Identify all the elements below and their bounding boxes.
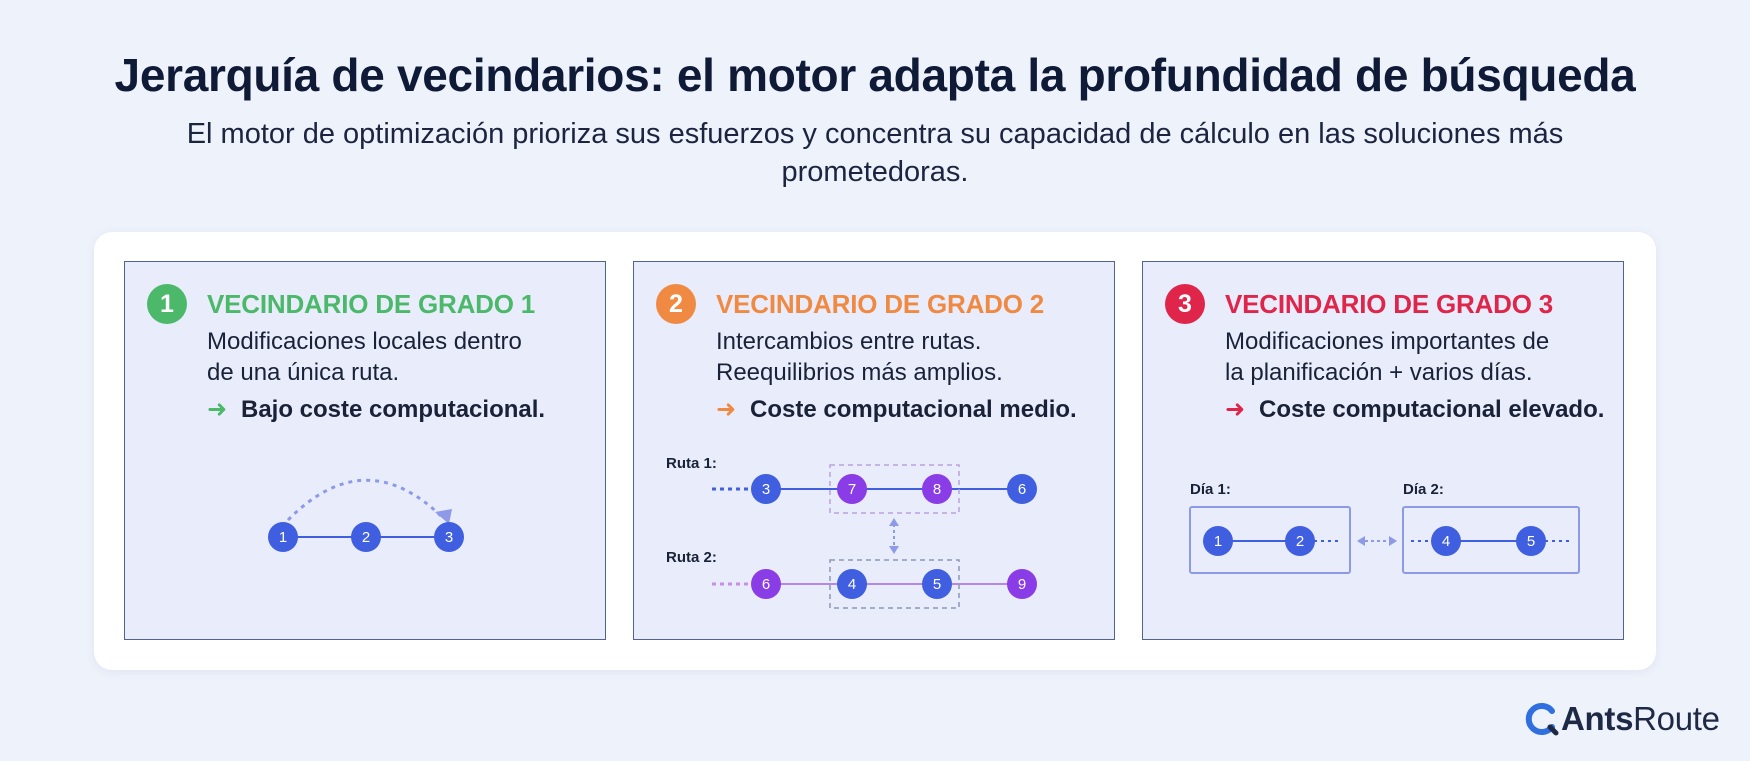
day-swap-arrow-left-head — [1357, 536, 1365, 546]
route-2-node-4: 4 — [837, 569, 867, 599]
route-diagram-grade-3: Día 1: Día 2: 1 2 4 5 — [1189, 481, 1580, 574]
card-3-title: VECINDARIO DE GRADO 3 — [1225, 289, 1554, 319]
card-1-cost: ➜ Bajo coste computacional. — [207, 395, 545, 424]
svg-text:6: 6 — [1018, 481, 1026, 498]
card-1-title: VECINDARIO DE GRADO 1 — [207, 289, 536, 319]
day-2-node-5: 5 — [1516, 526, 1546, 556]
swap-box-route-2 — [829, 559, 960, 609]
route-2-label: Ruta 2: — [666, 549, 717, 566]
svg-text:2: 2 — [362, 529, 370, 546]
svg-text:3: 3 — [762, 481, 770, 498]
swap-box-route-1 — [829, 464, 960, 514]
card-3-cost: ➜ Coste computacional elevado. — [1225, 395, 1604, 424]
svg-text:1: 1 — [1214, 533, 1222, 550]
arrow-right-icon: ➜ — [207, 396, 228, 423]
svg-text:1: 1 — [279, 529, 287, 546]
svg-text:9: 9 — [1018, 576, 1026, 593]
move-arc-arrow — [286, 478, 444, 522]
day-2-node-4: 4 — [1431, 526, 1461, 556]
page-subtitle: El motor de optimización prioriza sus es… — [186, 118, 1564, 188]
swap-arrow-up-head — [889, 518, 899, 526]
svg-text:4: 4 — [848, 576, 856, 593]
card-2-desc-line-1: Intercambios entre rutas. — [716, 328, 982, 355]
route-2-node-6: 6 — [751, 569, 781, 599]
card-2-description: Intercambios entre rutas. Reequilibrios … — [716, 326, 1096, 388]
card-3-desc-line-2: la planificación + varios días. — [1225, 359, 1533, 386]
route-1-node-8: 8 — [922, 474, 952, 504]
card-grade-2: 2 VECINDARIO DE GRADO 2 Intercambios ent… — [633, 261, 1115, 640]
card-1-desc-line-1: Modificaciones locales dentro — [207, 328, 522, 355]
route-2-node-5: 5 — [922, 569, 952, 599]
card-1-desc-line-2: de una única ruta. — [207, 359, 400, 386]
card-1-cost-label: Bajo coste computacional. — [241, 396, 546, 423]
day-1-node-1: 1 — [1203, 526, 1233, 556]
svg-text:4: 4 — [1442, 533, 1450, 550]
node-3: 3 — [434, 522, 464, 552]
page-title: Jerarquía de vecindarios: el motor adapt… — [114, 49, 1636, 101]
grade-1-badge: 1 — [147, 284, 187, 324]
day-2-label: Día 2: — [1403, 481, 1444, 498]
day-swap-arrow-right-head — [1389, 536, 1397, 546]
card-grade-1: 1 VECINDARIO DE GRADO 1 Modificaciones l… — [124, 261, 606, 640]
swap-arrow-down-head — [889, 546, 899, 554]
route-diagram-grade-2: Ruta 1: Ruta 2: 3 7 8 6 6 — [666, 455, 1037, 609]
route-2-node-9: 9 — [1007, 569, 1037, 599]
svg-text:3: 3 — [445, 529, 453, 546]
day-1-node-2: 2 — [1285, 526, 1315, 556]
card-2-desc-line-2: Reequilibrios más amplios. — [716, 359, 1003, 386]
arrow-right-icon: ➜ — [1225, 396, 1246, 423]
arrow-right-icon: ➜ — [716, 396, 737, 423]
day-2-box — [1402, 506, 1580, 574]
grade-2-badge: 2 — [656, 284, 696, 324]
svg-text:7: 7 — [848, 481, 856, 498]
brand-wordmark-bold: Ants — [1561, 700, 1634, 737]
card-3-desc-line-1: Modificaciones importantes de — [1225, 328, 1550, 355]
card-2-cost-label: Coste computacional medio. — [750, 396, 1077, 423]
route-diagram-grade-1: 1 2 3 — [268, 478, 464, 552]
route-1-node-7: 7 — [837, 474, 867, 504]
node-2: 2 — [351, 522, 381, 552]
card-1-description: Modificaciones locales dentro de una úni… — [207, 326, 587, 388]
route-1-node-3: 3 — [751, 474, 781, 504]
card-grade-3: 3 VECINDARIO DE GRADO 3 Modificaciones i… — [1142, 261, 1624, 640]
card-2-title: VECINDARIO DE GRADO 2 — [716, 289, 1045, 319]
brand-wordmark: AntsRoute — [1561, 700, 1720, 738]
svg-text:8: 8 — [933, 481, 941, 498]
route-1-node-6: 6 — [1007, 474, 1037, 504]
day-1-box — [1189, 506, 1351, 574]
node-1: 1 — [268, 522, 298, 552]
svg-text:2: 2 — [1296, 533, 1304, 550]
card-2-cost: ➜ Coste computacional medio. — [716, 395, 1077, 424]
grade-3-badge: 3 — [1165, 284, 1205, 324]
card-3-description: Modificaciones importantes de la planifi… — [1225, 326, 1605, 388]
brand-wordmark-regular: Route — [1633, 700, 1720, 737]
antsroute-logo-icon — [1525, 703, 1559, 736]
card-3-cost-label: Coste computacional elevado. — [1259, 396, 1605, 423]
svg-text:5: 5 — [1527, 533, 1535, 550]
svg-text:6: 6 — [762, 576, 770, 593]
day-1-label: Día 1: — [1190, 481, 1231, 498]
route-1-label: Ruta 1: — [666, 455, 717, 472]
svg-text:5: 5 — [933, 576, 941, 593]
move-arc-arrow-head — [435, 509, 452, 524]
